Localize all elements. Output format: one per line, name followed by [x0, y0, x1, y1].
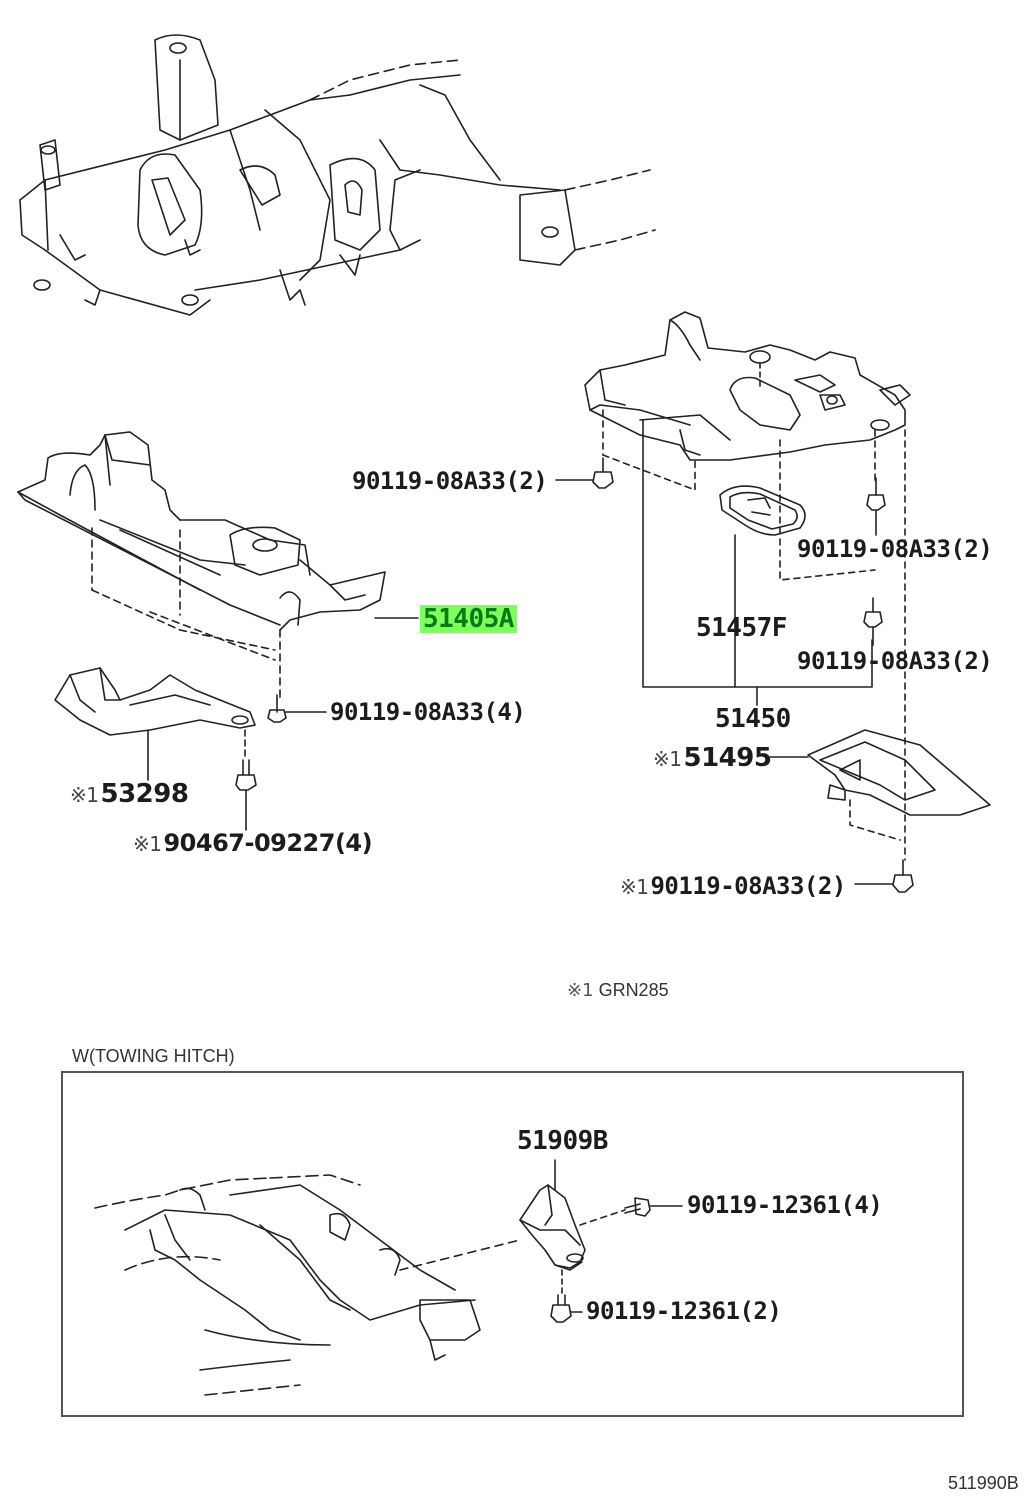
part-label-90119-08A33-right-1[interactable]: 90119-08A33(2)	[797, 535, 993, 563]
note-mark-icon: ※1	[567, 980, 594, 1001]
part-number: 51405A	[423, 604, 514, 634]
applicability-footnote: ※1 GRN285	[567, 980, 669, 1001]
bolt-icon	[550, 1294, 583, 1323]
part-label-51405A-highlighted[interactable]: 51405A	[420, 605, 517, 633]
under-cover-assembly-illustration	[584, 311, 911, 861]
part-number: 53298	[100, 779, 189, 809]
note-mark-icon: ※1	[620, 875, 649, 899]
part-label-51457F[interactable]: 51457F	[696, 615, 787, 641]
lower-cover-illustration	[769, 729, 991, 841]
part-number: 90119-08A33(2)	[797, 535, 993, 563]
bolt-icon	[235, 729, 257, 831]
note-mark-icon: ※1	[70, 783, 99, 807]
bolt-icon	[854, 859, 914, 893]
note-mark-icon: ※1	[133, 832, 162, 856]
part-label-51450[interactable]: 51450	[715, 706, 791, 732]
part-number: 90119-12361(4)	[687, 1191, 883, 1219]
part-number: 90119-12361(2)	[586, 1297, 782, 1325]
part-label-51909B[interactable]: 51909B	[517, 1128, 608, 1154]
towing-hitch-frame-illustration	[94, 1174, 521, 1396]
bolt-icon	[555, 457, 614, 489]
note-mark-icon: ※1	[653, 747, 682, 771]
heat-shield-illustration	[54, 667, 256, 781]
part-label-90119-12361-2[interactable]: 90119-12361(2)	[586, 1297, 782, 1325]
bolt-icon	[863, 597, 883, 646]
part-number: 51450	[715, 704, 791, 734]
part-label-90119-12361-4[interactable]: 90119-12361(4)	[687, 1191, 883, 1219]
frame-assembly-illustration	[19, 34, 656, 316]
part-number: 51909B	[517, 1126, 608, 1156]
part-label-90119-08A33-right-2[interactable]: 90119-08A33(2)	[797, 647, 993, 675]
hitch-bracket-illustration	[519, 1159, 626, 1296]
part-number: 51457F	[696, 613, 787, 643]
part-number: 90119-08A33(2)	[650, 872, 846, 900]
bolt-icon	[624, 1197, 683, 1217]
part-label-51495[interactable]: ※151495	[653, 743, 772, 773]
part-label-90119-08A33-left-mid[interactable]: 90119-08A33(4)	[330, 698, 526, 726]
part-label-90467-09227[interactable]: ※190467-09227(4)	[133, 829, 373, 857]
diagram-reference-code: 511990B	[948, 1473, 1019, 1493]
footnote-text: GRN285	[598, 980, 669, 1000]
part-label-90119-08A33-left-top[interactable]: 90119-08A33(2)	[352, 467, 548, 495]
part-number: 51495	[683, 743, 772, 773]
part-label-53298[interactable]: ※153298	[70, 779, 189, 809]
towing-hitch-section-frame	[61, 1071, 964, 1417]
engine-under-cover-illustration	[17, 431, 419, 701]
plate-illustration	[719, 485, 806, 536]
bolt-icon	[866, 477, 886, 536]
part-label-90119-08A33-right-3[interactable]: ※190119-08A33(2)	[620, 874, 846, 898]
part-number: 90119-08A33(4)	[330, 698, 526, 726]
part-number: 90119-08A33(2)	[797, 647, 993, 675]
part-number: 90467-09227(4)	[163, 829, 373, 857]
towing-hitch-section-title: W(TOWING HITCH)	[72, 1046, 235, 1066]
part-number: 90119-08A33(2)	[352, 467, 548, 495]
bolt-icon	[267, 694, 327, 723]
